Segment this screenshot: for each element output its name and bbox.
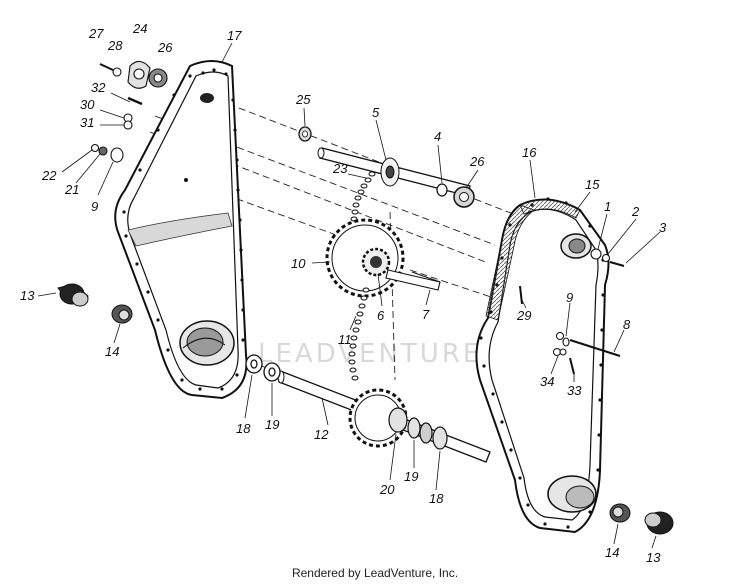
part-number: 13	[20, 288, 35, 303]
part-number: 4	[434, 129, 441, 144]
upper-sprocket	[380, 157, 400, 187]
part-number: 23	[332, 161, 348, 176]
watermark-text: LEADVENTURE	[258, 339, 482, 369]
part-number: 6	[377, 308, 385, 323]
seal-left-14	[111, 304, 133, 324]
part-number: 11	[338, 332, 352, 347]
washers-left	[245, 354, 281, 382]
part-number-labels: 27 28 24 26 17 32 30 31 22 21 9 25 5 4 2…	[20, 21, 667, 565]
part-number: 17	[227, 28, 242, 43]
part-number: 14	[105, 344, 119, 359]
part-number: 14	[605, 545, 619, 560]
part-number: 27	[88, 26, 104, 41]
part-number: 19	[404, 469, 418, 484]
hardware-top-left	[90, 60, 168, 163]
upper-shaft	[298, 126, 475, 208]
part-number: 5	[372, 105, 380, 120]
part-number: 24	[132, 21, 147, 36]
part-number: 26	[157, 40, 173, 55]
part-number: 25	[295, 92, 311, 107]
part-number: 29	[516, 308, 531, 323]
part-number: 12	[314, 427, 329, 442]
part-number: 33	[567, 383, 582, 398]
bearing-26-right	[453, 186, 475, 208]
part-number: 15	[585, 177, 600, 192]
part-number: 31	[80, 115, 94, 130]
part-number: 22	[41, 168, 57, 183]
part-number: 2	[631, 204, 640, 219]
left-housing-plate	[114, 60, 248, 400]
large-sprocket	[325, 218, 441, 298]
part-number: 16	[522, 145, 537, 160]
part-number: 1	[604, 199, 611, 214]
drive-chain-lower	[348, 287, 370, 381]
hardware-right	[411, 248, 625, 375]
roller-right-13	[644, 511, 674, 535]
right-housing-plate	[475, 197, 610, 534]
part-number: 13	[646, 550, 661, 565]
part-number: 26	[469, 154, 485, 169]
part-number: 10	[291, 256, 306, 271]
part-number: 32	[91, 80, 106, 95]
part-number: 19	[265, 417, 279, 432]
drive-chain-upper	[350, 171, 376, 222]
seal-right-14	[609, 503, 631, 523]
part-number: 18	[429, 491, 444, 506]
part-number: 28	[107, 38, 123, 53]
part-number: 30	[80, 97, 95, 112]
lower-shaft	[277, 370, 491, 463]
roller-left-13	[57, 283, 89, 307]
part-number: 3	[659, 220, 667, 235]
leader-lines	[37, 42, 661, 549]
part-number: 8	[623, 317, 631, 332]
part-number: 34	[540, 374, 554, 389]
footer-credit: Rendered by LeadVenture, Inc.	[291, 566, 459, 580]
bearing-25	[298, 126, 312, 142]
part-number: 7	[422, 307, 430, 322]
part-number: 20	[379, 482, 395, 497]
part-number: 9	[566, 290, 573, 305]
small-sprocket-6	[361, 247, 391, 277]
part-number: 9	[91, 199, 98, 214]
part-number: 18	[236, 421, 251, 436]
part-number: 21	[64, 182, 79, 197]
